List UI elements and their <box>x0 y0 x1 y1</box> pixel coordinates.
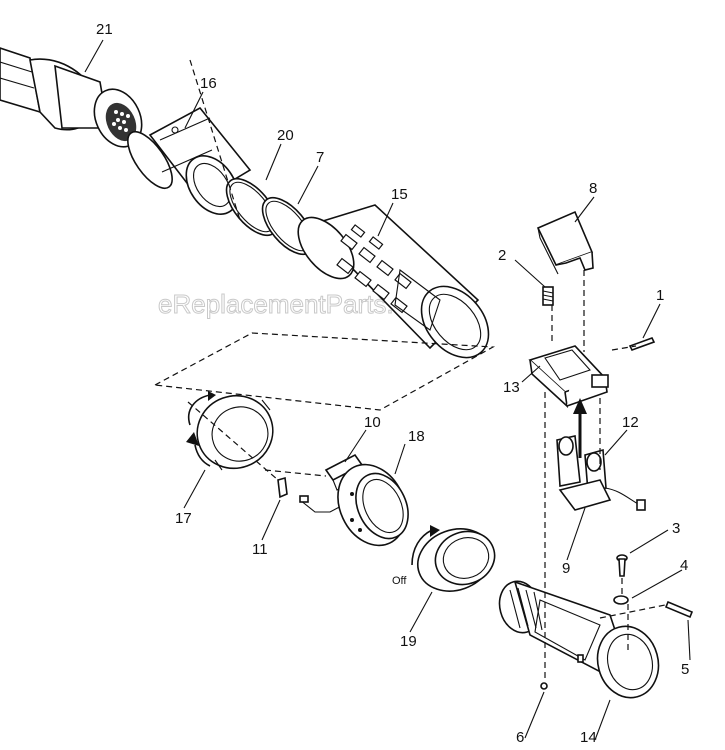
callout-10: 10 <box>364 414 381 431</box>
callout-13: 13 <box>503 379 520 396</box>
insert-arrow <box>573 398 587 458</box>
callout-21: 21 <box>96 21 113 38</box>
callout-4: 4 <box>680 557 688 574</box>
part-12-switch-assembly <box>556 435 646 511</box>
callout-14: 14 <box>580 729 597 746</box>
callout-18: 18 <box>408 428 425 445</box>
callout-9: 9 <box>562 560 570 577</box>
part-1-pin <box>628 337 656 351</box>
callout-5: 5 <box>681 661 689 678</box>
part-15-slotted-sleeve <box>297 204 490 359</box>
part-6-ball <box>540 682 548 690</box>
off-label: Off <box>392 575 407 587</box>
callout-12: 12 <box>622 414 639 431</box>
part-19-nut-ring: Off <box>392 525 496 592</box>
assembly-outline <box>153 332 496 411</box>
part-17-rotating-ring <box>186 391 274 471</box>
callout-19: 19 <box>400 633 417 650</box>
callout-numbers: 21 16 20 7 15 8 2 1 13 12 10 18 17 11 9 … <box>96 21 689 746</box>
callout-6: 6 <box>516 729 524 746</box>
callout-1: 1 <box>656 287 664 304</box>
part-18-switch-ring <box>299 463 409 547</box>
leader-lines <box>84 39 691 741</box>
assembly-guide-lines <box>187 59 666 682</box>
part-3-screw <box>616 554 628 577</box>
callout-11: 11 <box>252 541 268 558</box>
part-5-pin <box>664 600 694 619</box>
part-8-cap <box>536 210 594 275</box>
callout-20: 20 <box>277 127 294 144</box>
callout-16: 16 <box>200 75 217 92</box>
callout-15: 15 <box>391 186 408 203</box>
callout-2: 2 <box>498 247 506 264</box>
part-21-cable-connector <box>0 47 143 148</box>
part-11-pad <box>277 476 288 499</box>
callout-17: 17 <box>175 510 192 527</box>
part-4-washer <box>613 595 629 605</box>
callout-3: 3 <box>672 520 680 537</box>
part-14-handle-housing <box>498 580 660 699</box>
part-2-spring <box>542 286 554 306</box>
callout-7: 7 <box>316 149 324 166</box>
part-9-bracket <box>558 479 612 511</box>
callout-8: 8 <box>589 180 597 197</box>
part-13-switch-housing <box>528 345 609 409</box>
